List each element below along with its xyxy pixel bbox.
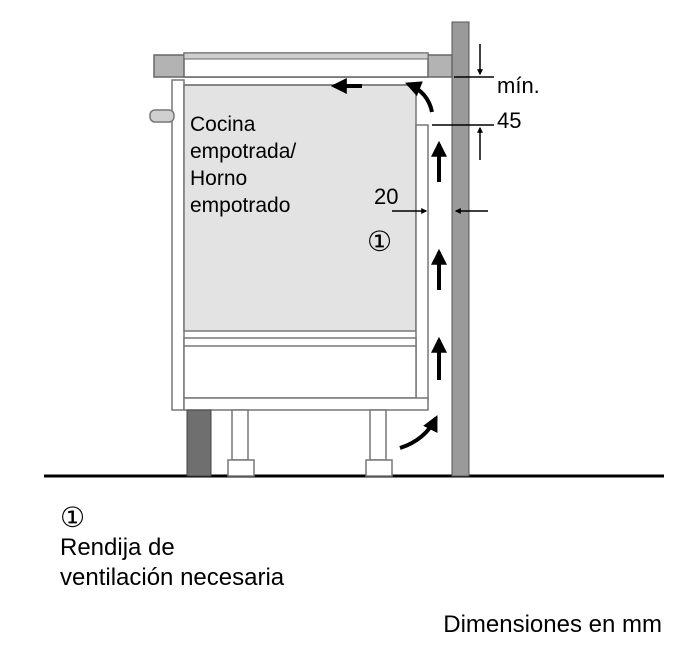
leg-right [365, 409, 393, 477]
dim-min-label: mín. [497, 73, 540, 98]
legend: ① Rendija de ventilación necesaria [60, 503, 284, 593]
legend-line2: ventilación necesaria [60, 564, 285, 591]
cabinet-base [183, 397, 429, 411]
airflow-arrow-top [405, 81, 434, 113]
dim-min-value: 45 [497, 108, 521, 133]
knob [149, 109, 175, 123]
appliance-label-line3: Horno [190, 167, 247, 190]
cabinet-rear-panel [415, 124, 429, 401]
legend-marker: ① [60, 502, 86, 533]
dim-gap-value: 20 [374, 184, 398, 209]
leg-left [227, 409, 255, 477]
legend-line1: Rendija de [60, 534, 175, 561]
wall [451, 21, 470, 477]
toe-kick [186, 409, 212, 477]
appliance-label-line2: empotrada/ [190, 140, 296, 163]
drawer [183, 337, 417, 399]
airflow-arrow-bottom [399, 415, 438, 450]
appliance-label-line1: Cocina [190, 113, 256, 136]
callout-marker: ① [367, 226, 392, 257]
appliance-label-line4: empotrado [190, 194, 290, 217]
units-note: Dimensiones en mm [443, 611, 662, 638]
cooktop-frame [183, 52, 429, 60]
cabinet-front-panel [171, 79, 185, 411]
